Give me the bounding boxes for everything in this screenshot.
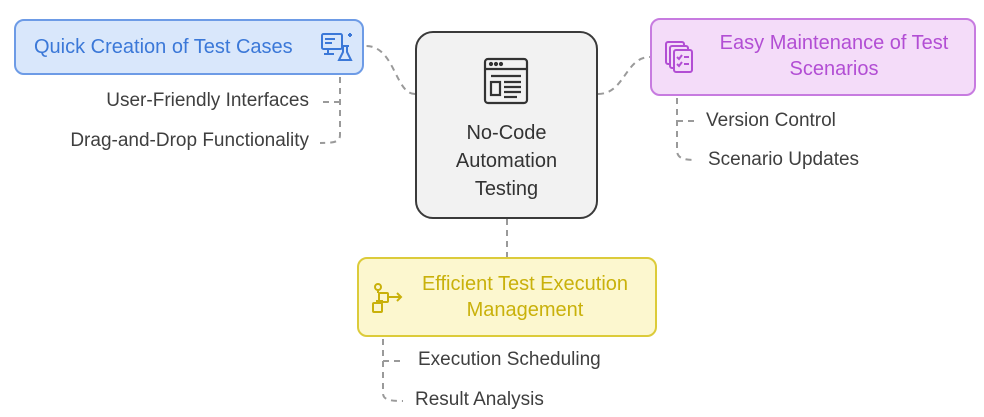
connector-center-to-quick-creation bbox=[365, 45, 416, 95]
node-execution-management: Efficient Test Execution Management bbox=[357, 257, 657, 337]
node-execution-management-title: Efficient Test Execution Management bbox=[421, 273, 629, 321]
node-easy-maintenance: Easy Maintenance of Test Scenarios bbox=[650, 18, 976, 96]
leaf-drag-and-drop: Drag-and-Drop Functionality bbox=[70, 130, 309, 151]
checklist-stack-icon bbox=[664, 40, 696, 79]
connector-center-to-easy-maintenance bbox=[597, 56, 651, 95]
leaf-user-friendly-interfaces: User-Friendly Interfaces bbox=[106, 90, 309, 111]
workflow-icon bbox=[371, 281, 405, 320]
node-quick-creation-title: Quick Creation of Test Cases bbox=[34, 36, 293, 58]
browser-window-icon bbox=[483, 57, 529, 110]
center-title: No-Code Automation Testing bbox=[455, 122, 558, 200]
connector-quick-creation-children bbox=[319, 77, 341, 144]
leaf-scenario-updates: Scenario Updates bbox=[708, 149, 860, 170]
connector-easy-maintenance-children bbox=[676, 98, 696, 161]
leaf-result-analysis: Result Analysis bbox=[415, 389, 544, 410]
connector-execution-children bbox=[382, 339, 404, 402]
leaf-execution-scheduling: Execution Scheduling bbox=[418, 349, 601, 370]
node-center: No-Code Automation Testing bbox=[415, 31, 598, 219]
monitor-flask-icon bbox=[320, 31, 356, 68]
leaf-version-control: Version Control bbox=[706, 110, 836, 131]
node-easy-maintenance-title: Easy Maintenance of Test Scenarios bbox=[719, 32, 949, 80]
node-quick-creation: Quick Creation of Test Cases bbox=[14, 19, 364, 75]
